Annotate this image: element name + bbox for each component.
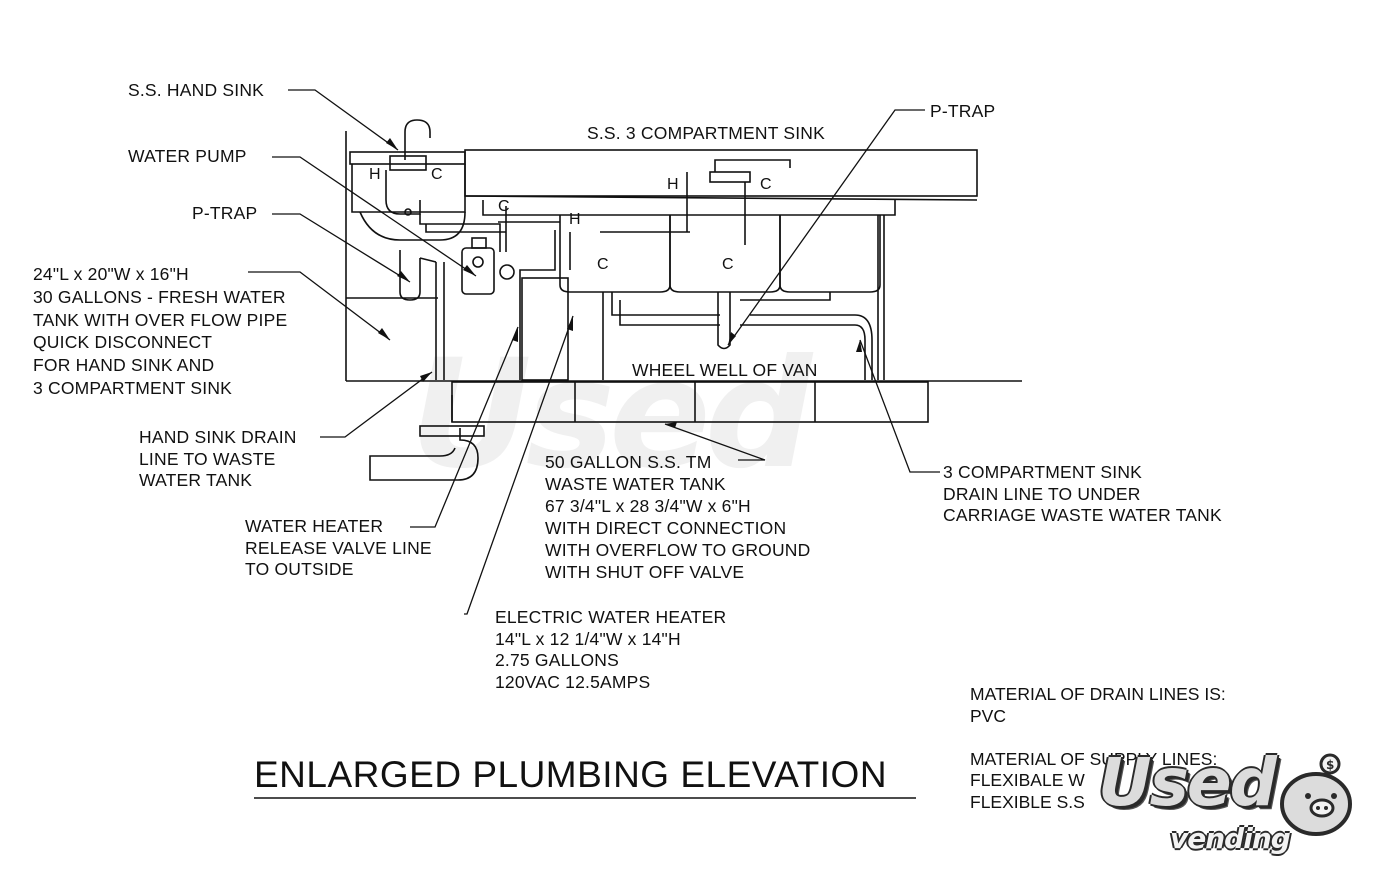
arrowheads [378, 138, 862, 428]
hot-marker-heater: H [569, 211, 581, 228]
cold-marker-drain: C [722, 256, 734, 273]
logo-sub: vending [1170, 822, 1291, 855]
used-vending-logo: Used vending $ [1090, 742, 1375, 867]
label-p-trap-left: P-TRAP [192, 203, 258, 223]
label-fresh-water-tank: 24"L x 20"W x 16"H 30 GALLONS - FRESH WA… [33, 264, 288, 398]
logo-word: Used [1098, 744, 1277, 821]
label-water-heater: ELECTRIC WATER HEATER 14"L x 12 1/4"W x … [495, 607, 727, 692]
outside-drain-pipe-shape [369, 425, 485, 481]
label-p-trap-right: P-TRAP [930, 101, 996, 121]
label-wheel-well: WHEEL WELL OF VAN [632, 360, 818, 380]
label-water-pump: WATER PUMP [128, 146, 247, 166]
waste-water-tank-shape [451, 381, 929, 423]
cold-marker-sink: C [760, 176, 772, 193]
label-hand-sink-drain: HAND SINK DRAIN LINE TO WASTE WATER TANK [139, 427, 297, 490]
leader-lines [248, 89, 940, 615]
water-pump-shape [461, 237, 495, 295]
water-heater-shape [499, 264, 569, 381]
cold-marker-hand-sink: C [431, 166, 443, 183]
label-waste-water-tank: 50 GALLON S.S. TM WASTE WATER TANK 67 3/… [545, 452, 811, 582]
fresh-water-tank-shape [399, 250, 445, 380]
material-notes: MATERIAL OF DRAIN LINES IS: PVC MATERIAL… [970, 684, 1226, 812]
cold-marker-heater: C [597, 256, 609, 273]
hand-sink-shape [349, 119, 466, 241]
label-three-compartment-sink: S.S. 3 COMPARTMENT SINK [587, 123, 825, 143]
hot-marker-sink: H [667, 176, 679, 193]
cold-marker-pump: C [498, 198, 510, 215]
piggy-icon: $ [1280, 753, 1352, 836]
label-sink-drain-line: 3 COMPARTMENT SINK DRAIN LINE TO UNDER C… [943, 462, 1222, 525]
supply-lines [419, 206, 690, 380]
svg-text:$: $ [1326, 758, 1334, 772]
three-compartment-sink-shape [464, 149, 978, 380]
label-release-valve: WATER HEATER RELEASE VALVE LINE TO OUTSI… [245, 516, 432, 579]
drain-lines [602, 292, 873, 380]
label-hand-sink: S.S. HAND SINK [128, 80, 265, 100]
hot-marker-hand-sink: H [369, 166, 381, 183]
drawing-title: ENLARGED PLUMBING ELEVATION [254, 754, 888, 795]
